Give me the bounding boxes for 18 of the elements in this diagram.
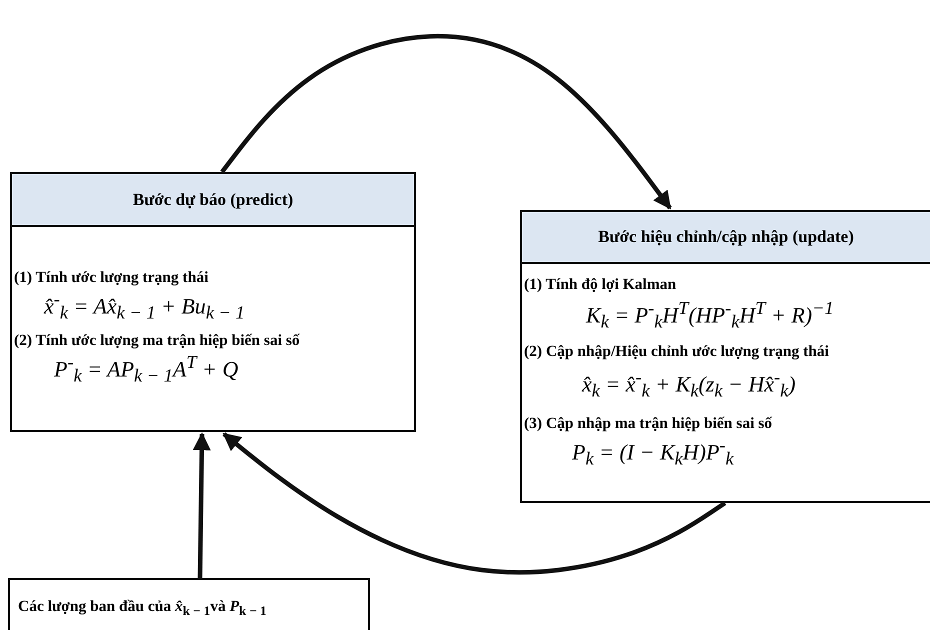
- formula: P$^{-}$$_{k}$ = AP$_{k − 1}$A$^{T}$ + Q: [54, 352, 238, 386]
- step-label: (1) Tính ước lượng trạng thái: [14, 269, 208, 287]
- step-label: (1) Tính độ lợi Kalman: [524, 276, 676, 294]
- process-box: [520, 210, 930, 503]
- formula: x̂$^{-}$$_{k}$ = Ax̂$_{k − 1}$ + Bu$_{k − 1}$: [44, 289, 245, 324]
- step-label: (3) Cập nhập ma trận hiệp biến sai số: [524, 415, 772, 434]
- step-label: (2) Cập nhập/Hiệu chỉnh ước lượng trạng thái: [524, 342, 829, 361]
- arrow: [222, 432, 726, 575]
- input-label: Các lượng ban đầu của x̂$_{k − 1}$và P$_{k − 1}$: [18, 598, 266, 620]
- arrow: [192, 432, 211, 578]
- box-heading: Bước hiệu chỉnh/cập nhập (update): [522, 212, 930, 264]
- formula: x̂$_{k}$ = x̂$^{-}$$_{k}$ + K$_{k}$(z$_{k}$ − Hx̂$^{-}$$_{k}$): [582, 366, 796, 402]
- formula: K$_{k}$ = P$^{-}$$_{k}$H$^{T}$(HP$^{-}$$_{k}$H$^{T}$ + R)$^{−1}$: [586, 298, 834, 333]
- input-box: [8, 578, 370, 630]
- step-label: (2) Tính ước lượng ma trận hiệp biến sai số: [14, 332, 300, 350]
- box-heading: Bước dự báo (predict): [12, 174, 414, 227]
- process-box: [10, 172, 416, 432]
- arrow: [220, 34, 672, 210]
